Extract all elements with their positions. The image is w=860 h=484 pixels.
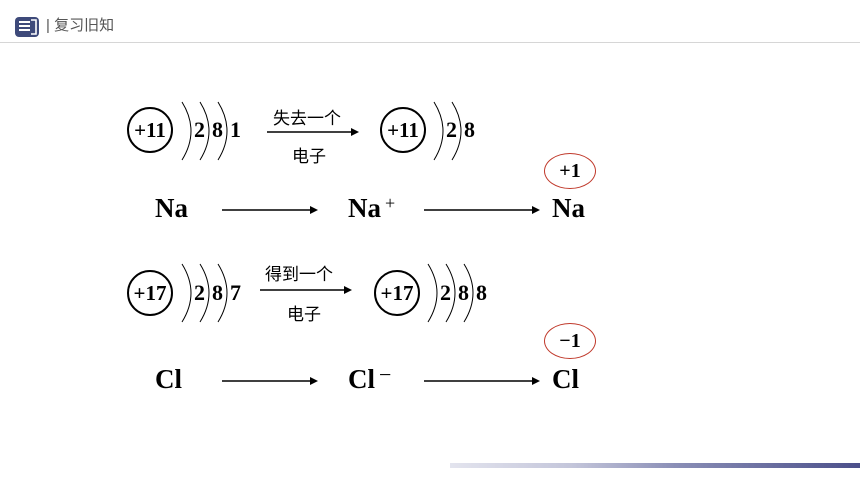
cl-arrow-2	[424, 377, 540, 385]
cl-atom-shells	[181, 263, 228, 323]
na-atom-shell-3: 1	[230, 117, 241, 142]
page-title: | 复习旧知	[46, 17, 115, 34]
cl-atom-shell-1: 2	[194, 280, 205, 305]
na-ion-shell-2: 8	[464, 117, 475, 142]
cl-ion-shells	[427, 263, 474, 323]
cl-ion-shell-1: 2	[440, 280, 451, 305]
cl-process-top: 得到一个	[265, 265, 333, 284]
na-process-arrow	[267, 128, 359, 136]
cl-ion-symbol: Cl	[348, 364, 375, 394]
cl-process-bottom: 电子	[287, 305, 321, 324]
cl-ion-charge: −	[379, 362, 392, 387]
na-ion-charge: +	[385, 193, 396, 213]
na-ion-symbol: Na	[348, 193, 381, 223]
header-divider	[0, 42, 860, 43]
na-ion-nucleus: +11	[380, 107, 426, 153]
header: | 复习旧知	[0, 0, 860, 44]
na-atom-shell-2: 8	[212, 117, 223, 142]
cl-atom-symbol: Cl	[155, 364, 182, 394]
na-atom-shells	[181, 101, 228, 161]
na-atom-nucleus: +11	[127, 107, 173, 153]
na-result-symbol: Na	[552, 193, 585, 223]
na-arrow-2	[424, 206, 540, 214]
cl-result-symbol: Cl	[552, 364, 579, 394]
cl-valence-badge: −1	[544, 323, 596, 359]
na-arrow-1	[222, 206, 318, 214]
slide-stack-icon	[15, 17, 39, 37]
na-atom-symbol: Na	[155, 193, 188, 223]
cl-atom-nucleus: +17	[127, 270, 173, 316]
cl-process-arrow	[260, 286, 352, 294]
na-valence-badge: +1	[544, 153, 596, 189]
na-process-top: 失去一个	[273, 109, 341, 128]
cl-arrow-1	[222, 377, 318, 385]
na-ion-shell-1: 2	[446, 117, 457, 142]
na-process-bottom: 电子	[292, 147, 326, 166]
na-ion-shells	[433, 101, 462, 161]
cl-atom-shell-3: 7	[230, 280, 241, 305]
cl-ion-shell-2: 8	[458, 280, 469, 305]
na-atom-shell-1: 2	[194, 117, 205, 142]
cl-ion-shell-3: 8	[476, 280, 487, 305]
cl-ion-nucleus: +17	[374, 270, 420, 316]
footer-gradient-bar	[450, 463, 860, 468]
cl-atom-shell-2: 8	[212, 280, 223, 305]
